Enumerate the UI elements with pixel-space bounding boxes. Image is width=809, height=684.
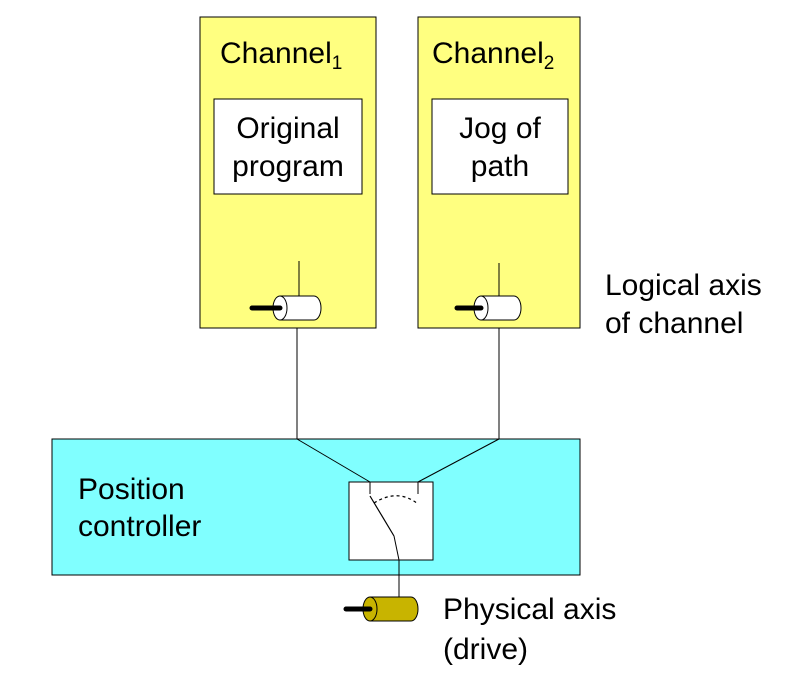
channel-1-program-line2: program <box>232 150 344 183</box>
logical-axis-label-line2: of channel <box>605 307 744 340</box>
physical-axis-motor-icon <box>343 596 419 622</box>
logical-axis-motor-icon <box>249 261 322 321</box>
channel-2-title: Channel2 <box>432 37 555 74</box>
position-controller-panel <box>51 438 581 576</box>
physical-axis-label-line1: Physical axis <box>443 593 617 626</box>
logical-axis-label-line1: Logical axis <box>605 269 762 302</box>
channel-2-subscript: 2 <box>543 53 555 74</box>
controller-label-line2: controller <box>78 510 202 543</box>
physical-axis-label-line2: (drive) <box>443 633 529 666</box>
channel-1-program-line1: Original <box>236 112 340 145</box>
channel-1-title: Channel1 <box>220 37 343 74</box>
switch-icon <box>348 481 434 561</box>
channel-2-program-text: Jog of path <box>432 110 568 190</box>
controller-label-line1: Position <box>78 473 185 506</box>
channel-2-program-line1: Jog of <box>459 112 541 145</box>
channel-2-program-box <box>431 98 569 195</box>
channel-2-program-line2: path <box>470 150 530 183</box>
channel-1-program-box <box>213 98 363 195</box>
channel-1-program-text: Original program <box>214 110 362 190</box>
logical-axis-motor-icon <box>454 263 522 321</box>
channel-1-subscript: 1 <box>331 53 343 74</box>
connection-lines <box>296 328 500 597</box>
